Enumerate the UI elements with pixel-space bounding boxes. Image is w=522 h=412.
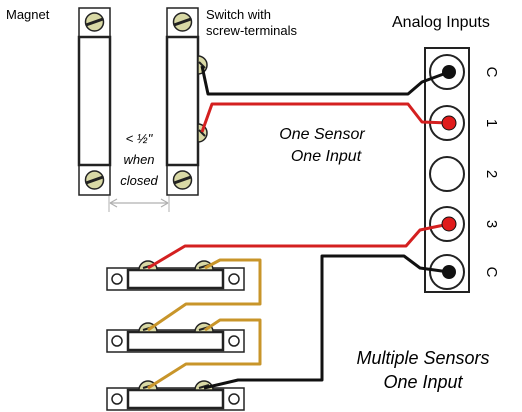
channel-label-3: 3 — [483, 220, 500, 228]
sensor-1 — [106, 260, 245, 291]
one-sensor-label-line1: One Sensor — [279, 126, 365, 143]
gap-dimension — [108, 196, 170, 212]
switch-label-line1: Switch with — [206, 7, 271, 22]
switch-body — [165, 35, 200, 167]
sensor-2 — [106, 322, 245, 353]
gold-wire-s2-s3 — [147, 318, 262, 390]
mounting-hole-icon — [111, 335, 123, 347]
gold-wire-s1-s2 — [147, 258, 262, 332]
switch — [165, 7, 208, 196]
gap-label-line3: closed — [120, 173, 158, 188]
wires-multiple-sensors — [147, 222, 450, 390]
screw-icon — [172, 12, 193, 32]
mounting-hole-icon — [228, 335, 240, 347]
black-wire-common-2 — [203, 254, 450, 390]
channel-label-1: 1 — [483, 119, 500, 127]
multi-sensor-label-line1: Multiple Sensors — [356, 348, 489, 368]
sensor-3 — [106, 380, 245, 411]
mounting-hole-icon — [111, 273, 123, 285]
magnet-label: Magnet — [6, 7, 50, 22]
gap-label-line1: < ½" — [126, 131, 154, 146]
wire-terminations — [441, 65, 457, 279]
screw-icon — [84, 170, 105, 190]
mounting-hole-icon — [228, 273, 240, 285]
channel-label-2: 2 — [483, 170, 500, 178]
terminal-icon — [429, 156, 465, 192]
analog-inputs-label: Analog Inputs — [392, 14, 490, 31]
screw-icon — [172, 170, 193, 190]
wires-single-sensor — [200, 65, 450, 133]
black-wire-common — [200, 65, 450, 96]
red-wire-input-1 — [200, 102, 450, 133]
switch-label-line2: screw-terminals — [206, 23, 298, 38]
red-wire-input-3 — [147, 222, 450, 270]
analog-input-block — [424, 47, 470, 293]
terminal-icon — [197, 55, 208, 75]
one-sensor-label-line2: One Input — [291, 148, 362, 165]
channel-label-c-top: C — [483, 67, 500, 78]
gap-label-line2: when — [123, 152, 154, 167]
channel-label-c-bottom: C — [483, 267, 500, 278]
mounting-hole-icon — [228, 393, 240, 405]
magnet — [77, 7, 112, 196]
multi-sensor-label-line2: One Input — [383, 372, 463, 392]
screw-icon — [84, 12, 105, 32]
magnet-body — [77, 35, 112, 167]
mounting-hole-icon — [111, 393, 123, 405]
